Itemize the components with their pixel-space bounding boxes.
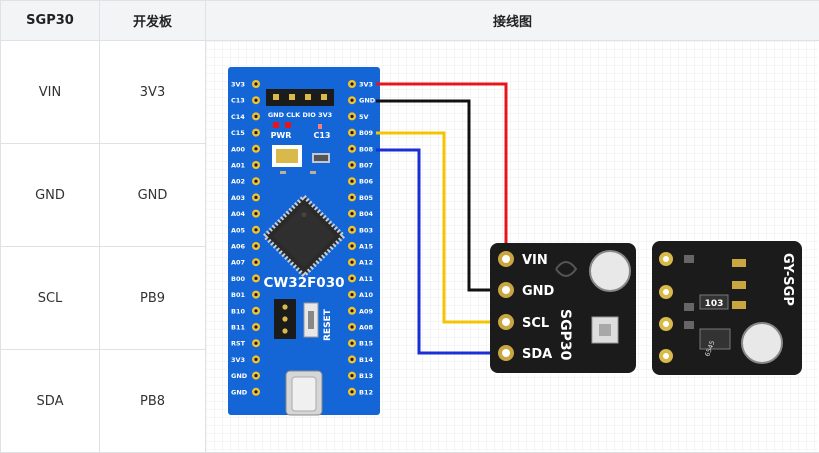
chip-103-label: 103 [705,299,724,309]
header-board: 开发板 [99,0,206,41]
right-pin-label: B06 [359,178,373,186]
reset-label: RESET [323,308,333,341]
left-pin-label: A02 [231,178,245,186]
cell-board-pin: 3V3 [99,40,206,144]
cell-board-pin: GND [99,143,206,247]
right-pin-label: B07 [359,162,373,170]
cell-sensor-pin: GND [0,143,100,247]
left-pin-label: A03 [231,194,245,202]
left-pin-label: GND [231,372,248,380]
left-pin-label: C14 [231,113,245,121]
left-pin-label: A00 [231,145,246,153]
right-pin-label: B13 [359,372,373,380]
mount-hole-back [741,322,783,364]
pin-label-sda: SDA [522,347,552,362]
left-pin-label: A04 [231,210,246,218]
left-pin-header: 3V3C13C14C15A00A01A02A03A04A05A06A07B00B… [231,80,260,396]
left-pin-label: GND [231,388,248,396]
left-pin-label: A05 [231,226,246,234]
cell-board-pin: PB8 [99,349,206,453]
logo-mark [555,261,578,277]
dev-board: 3V3C13C14C15A00A01A02A03A04A05A06A07B00B… [228,67,380,416]
left-pin-label: C13 [231,97,245,105]
left-pin-label: B10 [231,307,245,315]
swd-pin [305,94,311,100]
table-header-row: SGP30 开发板 接线图 [0,0,819,41]
pin-label-scl: SCL [522,316,549,331]
board-name: CW32F030 [264,275,345,291]
crystal [276,149,298,163]
left-pin-label: A07 [231,259,245,267]
left-pin-label: B11 [231,324,245,332]
mount-hole [589,250,631,292]
pin-label-gnd: GND [522,284,555,299]
table-row: SCL PB9 [0,246,819,350]
swd-labels: GND CLK DIO 3V3 [268,111,332,119]
table-row: GND GND [0,143,819,247]
swd-pin [273,94,279,100]
mcu-chip [261,193,347,279]
left-pin-label: C15 [231,129,245,137]
cell-sensor-pin: SDA [0,349,100,453]
sgp30-silkscreen: SGP30 [557,309,573,361]
chip-103 [699,294,729,310]
right-pin-label: A11 [359,275,374,283]
left-pin-label: A01 [231,162,246,170]
left-pin-label: 3V3 [231,81,245,89]
cell-sensor-pin: VIN [0,40,100,144]
c13-led [318,124,322,129]
right-pin-label: B15 [359,340,373,348]
cell-sensor-pin: SCL [0,246,100,350]
right-pin-label: B09 [359,129,373,137]
cell-board-pin: PB9 [99,246,206,350]
left-pin-label: 3V3 [231,356,245,364]
right-pin-label: A09 [359,307,374,315]
wire-vin [376,82,508,259]
wire-scl [376,131,503,324]
left-pin-label: B00 [231,275,245,283]
right-pin-label: A10 [359,291,374,299]
table-row: SDA PB8 [0,349,819,453]
header-sgp30: SGP30 [0,0,100,41]
wires [376,82,508,355]
chip-regulator [699,328,731,350]
left-pin-label: RST [231,340,246,348]
pwr-led [273,122,279,128]
right-pin-label: A12 [359,259,373,267]
sgp30-module-back: 103 6545 GY-SGP [652,241,802,375]
wire-gnd [376,99,503,292]
swd-pin [321,94,327,100]
right-pin-label: B12 [359,388,373,396]
pin-label-vin: VIN [522,253,548,268]
right-pin-label: A08 [359,324,374,332]
gy-sgp-label: GY-SGP [780,253,795,306]
wire-sda [376,148,503,355]
header-diagram: 接线图 [205,0,819,41]
pwr-led-2 [285,122,291,128]
swd-header [266,89,334,106]
right-pin-label: B08 [359,145,373,153]
right-pin-label: GND [359,97,376,105]
left-pin-label: B01 [231,291,245,299]
c13-label: C13 [313,131,330,140]
right-pin-label: 5V [359,113,369,121]
right-pin-label: B03 [359,226,373,234]
pwr-label: PWR [271,131,292,140]
right-pin-label: B05 [359,194,373,202]
swd-pin [289,94,295,100]
sgp30-sensor-chip [591,316,619,344]
sgp30-module: VIN GND SCL SDA SGP30 [490,243,636,373]
right-pin-label: 3V3 [359,81,373,89]
wiring-diagram: 3V3C13C14C15A00A01A02A03A04A05A06A07B00B… [206,41,818,452]
right-pin-label: B14 [359,356,373,364]
right-pin-label: A15 [359,243,374,251]
left-pin-label: A06 [231,243,246,251]
right-pin-label: B04 [359,210,373,218]
